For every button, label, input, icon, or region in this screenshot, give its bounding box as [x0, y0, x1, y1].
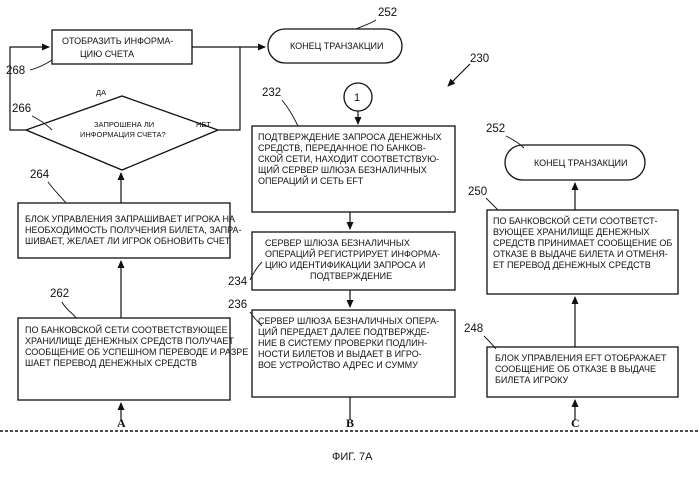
end-terminator-252-top-text: КОНЕЦ ТРАНЗАКЦИИ — [290, 41, 383, 51]
box-264-text: БЛОК УПРАВЛЕНИЯ ЗАПРАШИВАЕТ ИГРОКА НА НЕ… — [25, 214, 244, 246]
ref-264: 264 — [30, 169, 50, 181]
ref-250: 250 — [468, 186, 487, 198]
column-letter-b: B — [346, 416, 354, 430]
connector-1-label: 1 — [354, 92, 360, 104]
arrow-230 — [448, 64, 470, 86]
figure-caption: ФИГ. 7А — [332, 451, 373, 463]
ref-252-right: 252 — [486, 123, 505, 135]
arrow-266-yes-to-268 — [10, 47, 49, 130]
leader-264 — [48, 182, 66, 203]
column-letter-c: C — [571, 416, 580, 430]
leader-268 — [30, 60, 52, 70]
leader-232 — [282, 100, 298, 126]
leader-262 — [62, 302, 76, 318]
ref-262: 262 — [50, 288, 69, 300]
ref-230: 230 — [470, 53, 489, 65]
ref-234: 234 — [228, 276, 248, 288]
ref-236: 236 — [228, 299, 247, 311]
no-label: НЕТ — [196, 120, 211, 129]
box-250-text: ПО БАНКОВСКОЙ СЕТИ СООТВЕТСТ- ВУЮЩЕЕ ХРА… — [493, 215, 675, 270]
end-terminator-252-right-text: КОНЕЦ ТРАНЗАКЦИИ — [534, 158, 627, 168]
arrow-266-no-to-end — [218, 47, 265, 130]
yes-label: ДА — [96, 88, 106, 97]
leader-250 — [486, 198, 498, 210]
ref-266: 266 — [12, 103, 31, 115]
ref-268: 268 — [6, 65, 25, 77]
ref-248: 248 — [464, 323, 483, 335]
column-letter-a: A — [117, 416, 126, 430]
ref-252-top: 252 — [378, 7, 397, 19]
leader-252-top — [356, 20, 376, 29]
box-236-text: СЕРВЕР ШЛЮЗА БЕЗНАЛИЧНЫХ ОПЕРА- ЦИЙ ПЕРЕ… — [258, 316, 442, 370]
ref-232: 232 — [262, 87, 281, 99]
